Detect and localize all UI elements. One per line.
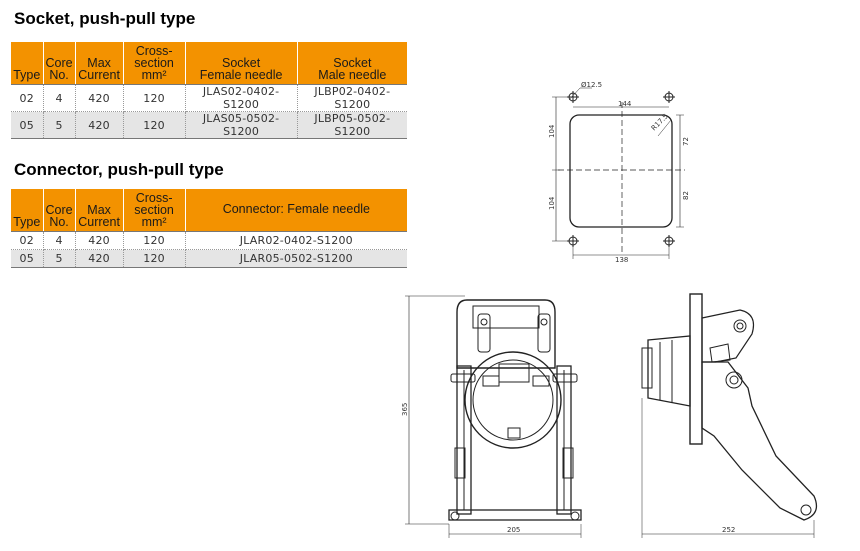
cell-cross-section: 120 <box>123 231 186 250</box>
dim-left-lower: 104 <box>548 196 556 210</box>
dim-width: 205 <box>507 526 520 534</box>
dim-right-upper: 72 <box>682 137 690 146</box>
cell-type: 02 <box>11 84 44 112</box>
dim-side-width: 252 <box>722 526 735 534</box>
side-view-drawing: 252 <box>641 293 818 538</box>
table-row: 02 4 420 120 JLAR02-0402-S1200 <box>11 231 408 250</box>
dim-height: 365 <box>401 403 409 416</box>
dim-right-lower: 82 <box>682 191 690 200</box>
cell-cross-section: 120 <box>123 249 186 268</box>
cell-female-needle: JLAR05-0502-S1200 <box>185 249 408 268</box>
cell-core: 5 <box>43 111 76 139</box>
mounting-hole <box>663 91 675 103</box>
cell-male-needle: JLBP05-0502-S1200 <box>297 111 408 139</box>
col-type-header: Type <box>11 189 44 232</box>
cell-core: 4 <box>43 231 76 250</box>
cell-type: 05 <box>11 111 44 139</box>
cutout-outline <box>569 114 673 228</box>
cell-female-needle: JLAS02-0402-S1200 <box>185 84 298 112</box>
socket-section-title: Socket, push-pull type <box>14 9 196 28</box>
front-view-drawing: 365 205 <box>401 295 582 538</box>
mounting-hole <box>567 91 579 103</box>
cell-female-needle: JLAR02-0402-S1200 <box>185 231 408 250</box>
cell-type: 05 <box>11 249 44 268</box>
dim-top-width: 144 <box>618 100 632 108</box>
nameplate <box>498 363 530 383</box>
cell-current: 420 <box>75 249 124 268</box>
cell-cross-section: 120 <box>123 84 186 112</box>
cell-current: 420 <box>75 111 124 139</box>
dim-hole-diameter: Ø12.5 <box>581 81 602 89</box>
dim-bottom-width: 138 <box>615 256 628 264</box>
table-row: 05 5 420 120 JLAR05-0502-S1200 <box>11 249 408 268</box>
cell-core: 4 <box>43 84 76 112</box>
col-female-needle-header: Connector: Female needle <box>185 189 408 232</box>
col-type-header: Type <box>11 42 44 85</box>
cell-cross-section: 120 <box>123 111 186 139</box>
cell-female-needle: JLAS05-0502-S1200 <box>185 111 298 139</box>
table-row: 02 4 420 120 JLAS02-0402-S1200 JLBP02-04… <box>11 84 408 112</box>
panel-cutout-drawing: Ø12.5 144 R17.5 104 104 72 82 138 <box>548 81 690 264</box>
table-row: 05 5 420 120 JLAS05-0502-S1200 JLBP05-05… <box>11 111 408 139</box>
cell-type: 02 <box>11 231 44 250</box>
cell-current: 420 <box>75 231 124 250</box>
dim-left-upper: 104 <box>548 124 556 138</box>
cell-current: 420 <box>75 84 124 112</box>
connector-section-title: Connector, push-pull type <box>14 160 224 179</box>
cell-core: 5 <box>43 249 76 268</box>
cell-male-needle: JLBP02-0402-S1200 <box>297 84 408 112</box>
